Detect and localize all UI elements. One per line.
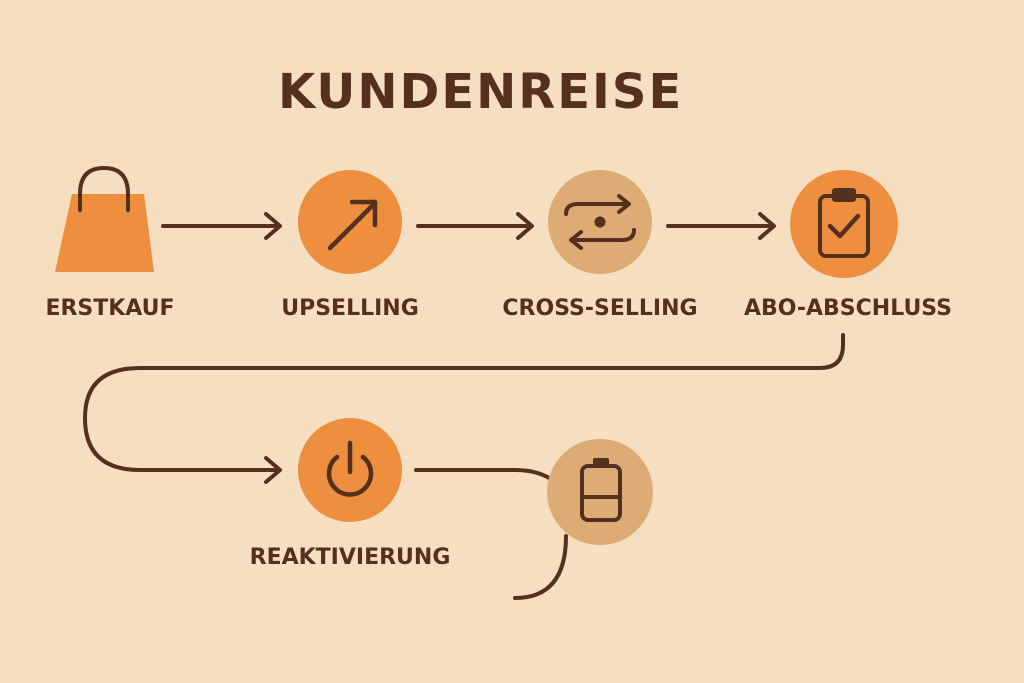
battery-node [547,439,653,545]
connector-cross-selling-abo [666,212,776,240]
page-title: KUNDENREISE [278,64,684,120]
upselling-node [298,170,402,274]
step-label-upselling: UPSELLING [281,296,419,321]
connector-upselling-cross-selling [416,212,534,240]
connector-battery-tail [513,534,568,600]
step-label-abo-abschluss: ABO-ABSCHLUSS [743,296,953,321]
swap-arrows-icon [564,194,636,250]
connector-abo-reaktivierung [83,333,845,484]
step-label-cross-selling: CROSS-SELLING [502,296,698,321]
step-label-reaktivierung: REAKTIVIERUNG [249,545,451,570]
step-label-erstkauf: ERSTKAUF [45,296,175,321]
connector-erstkauf-upselling [161,212,282,240]
abo-abschluss-node [790,170,898,278]
cross-selling-node [548,170,652,274]
arrow-up-right-icon [327,199,378,251]
battery-icon [580,458,622,522]
power-icon [326,440,374,497]
shopping-bag-icon [55,165,154,272]
connector-reaktivierung-battery [414,468,557,484]
clipboard-check-icon [818,188,870,258]
reaktivierung-node [298,418,402,522]
